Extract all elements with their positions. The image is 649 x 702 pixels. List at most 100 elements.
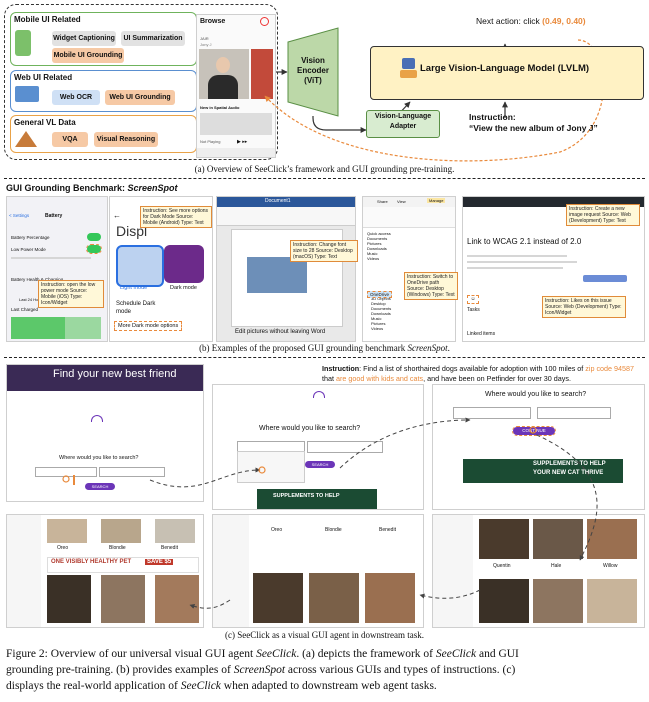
step6-dog-4[interactable] bbox=[479, 579, 529, 623]
explorer-item[interactable]: Quick access bbox=[367, 231, 391, 236]
android-back-icon: ← bbox=[113, 211, 121, 220]
click-marker-1 bbox=[62, 475, 70, 483]
step3-continue-button[interactable]: CONTINUE bbox=[512, 426, 556, 436]
explorer-manage[interactable]: Manage bbox=[427, 198, 446, 203]
step5-dog-3[interactable] bbox=[365, 573, 415, 623]
step1-homepage: Find your new best friend Where would yo… bbox=[6, 364, 204, 502]
step3-search-q: Where would you like to search? bbox=[485, 391, 587, 398]
step4-dog-2[interactable] bbox=[101, 575, 145, 623]
github-line2 bbox=[467, 261, 577, 263]
step2-search: Where would you like to search? SEARCH S… bbox=[212, 384, 424, 510]
instruction-c-2: that bbox=[322, 373, 336, 383]
explorer-item[interactable]: Pictures bbox=[367, 241, 382, 246]
explorer-item[interactable]: Desktop bbox=[371, 301, 386, 306]
step2-ad bbox=[257, 489, 377, 509]
github-line3 bbox=[467, 267, 563, 269]
instruction-c: Instruction: Find a list of shorthaired … bbox=[322, 364, 644, 383]
step2-logo bbox=[313, 391, 325, 398]
fc-l1c: . (a) depicts the framework of bbox=[296, 648, 436, 660]
web-ocr-tag: Web OCR bbox=[52, 90, 100, 105]
explorer-item[interactable]: Music bbox=[367, 251, 378, 256]
widget-captioning-tag: Widget Captioning bbox=[52, 31, 116, 46]
note-github-1: Instruction: Create a new image request … bbox=[566, 204, 640, 226]
step5-dog-2[interactable] bbox=[309, 573, 359, 623]
github-topbar bbox=[463, 197, 644, 207]
step6-dog-2[interactable] bbox=[533, 519, 583, 559]
step5-pet-name-3: Benedit bbox=[379, 527, 396, 533]
step4-pet-3[interactable] bbox=[155, 519, 195, 543]
album-art-2 bbox=[251, 49, 273, 99]
instruction-c-zip: zip code 94587 bbox=[585, 364, 635, 373]
explorer-item[interactable]: Pictures bbox=[371, 321, 386, 326]
step4-pet-2[interactable] bbox=[101, 519, 141, 543]
step4-pet-name-3: Benedit bbox=[161, 545, 178, 551]
step4-pet-name-1: Oreo bbox=[57, 545, 69, 551]
step5-pet-name-2: Blondie bbox=[325, 527, 342, 533]
step1-banner-text: Find your new best friend bbox=[53, 368, 177, 380]
fc-l3b: SeeClick bbox=[180, 680, 221, 692]
step6-pet-name-1: Quentin bbox=[493, 563, 511, 569]
step5-sidebar bbox=[213, 515, 249, 627]
step1-search-button[interactable]: SEARCH bbox=[85, 483, 115, 490]
step1-select[interactable] bbox=[99, 467, 165, 477]
step2-search-q: Where would you like to search? bbox=[259, 425, 361, 432]
next-action-value: (0.49, 0.40) bbox=[542, 16, 586, 26]
step2-dropdown[interactable] bbox=[237, 451, 305, 483]
step4-dog-3[interactable] bbox=[155, 575, 199, 623]
lvlm-label: Large Vision-Language Model (LVLM) bbox=[420, 63, 590, 74]
step6-dog-5[interactable] bbox=[533, 579, 583, 623]
phone-browse-title: Browse bbox=[200, 18, 226, 25]
mobile-ui-title: Mobile UI Related bbox=[14, 15, 81, 24]
caption-b-name: ScreenSpot bbox=[407, 343, 448, 353]
fc-l2c: across various GUIs and types of instruc… bbox=[285, 664, 516, 676]
instruction-text-a: “View the new album of Jony J” bbox=[469, 123, 598, 133]
android-light-label: Light mode bbox=[120, 285, 148, 291]
github-like-icon[interactable]: ☺ bbox=[467, 295, 479, 304]
explorer-item[interactable]: 3D Objects bbox=[371, 296, 391, 301]
explorer-ribbon bbox=[363, 207, 455, 228]
album-art bbox=[199, 49, 249, 99]
robot-body bbox=[400, 70, 417, 78]
step3-select[interactable] bbox=[537, 407, 611, 419]
mountain-icon bbox=[15, 131, 37, 147]
explorer-item[interactable]: Videos bbox=[367, 256, 380, 261]
step4-save: SAVE $5 bbox=[145, 559, 174, 565]
web-ui-title: Web UI Related bbox=[14, 73, 73, 82]
explorer-item[interactable]: Videos bbox=[371, 326, 384, 331]
step6-sidebar bbox=[433, 515, 473, 627]
note-github-2: Instruction: Likes on this issue Source:… bbox=[542, 296, 626, 318]
ios-last-charged: Last Charged bbox=[11, 307, 39, 312]
step6-dog-1[interactable] bbox=[479, 519, 529, 559]
step4-pet-1[interactable] bbox=[47, 519, 87, 543]
word-title: Document1 bbox=[265, 198, 291, 204]
step6-dog-6[interactable] bbox=[587, 579, 637, 623]
step2-search-button[interactable]: SEARCH bbox=[305, 461, 335, 468]
explorer-onedrive[interactable]: OneDrive bbox=[367, 291, 393, 298]
ios-row3: Battery Health & Charging bbox=[11, 277, 63, 282]
mobile-ui-grounding-tag: Mobile UI Grounding bbox=[52, 48, 124, 63]
android-more-options[interactable]: More Dark mode options bbox=[114, 321, 183, 331]
person-body bbox=[208, 75, 238, 99]
explorer-share[interactable]: Share bbox=[377, 199, 388, 204]
explorer-item[interactable]: Documents bbox=[367, 236, 388, 241]
step6-dog-3[interactable] bbox=[587, 519, 637, 559]
step2-select[interactable] bbox=[307, 441, 383, 453]
word-shot: Document1 Edit pictures without leaving … bbox=[216, 196, 356, 342]
phone-tiles bbox=[200, 113, 272, 135]
explorer-item[interactable]: Music bbox=[371, 316, 382, 321]
panel-b-title-name: ScreenSpot bbox=[127, 183, 178, 193]
step5-dog-1[interactable] bbox=[253, 573, 303, 623]
explorer-item[interactable]: Documents bbox=[371, 306, 392, 311]
github-title: Link to WCAG 2.1 instead of 2.0 bbox=[467, 237, 582, 246]
vision-encoder-line2: Encoder bbox=[296, 66, 329, 75]
github-new-request-button[interactable] bbox=[583, 275, 627, 282]
explorer-item[interactable]: Downloads bbox=[367, 246, 387, 251]
web-icon bbox=[15, 86, 39, 102]
flow-2-3 bbox=[339, 417, 471, 469]
step4-dog-1[interactable] bbox=[47, 575, 91, 623]
explorer-item[interactable]: Downloads bbox=[371, 311, 391, 316]
step3-input[interactable] bbox=[453, 407, 531, 419]
explorer-view[interactable]: View bbox=[397, 199, 406, 204]
next-action-label: Next action: click bbox=[476, 16, 543, 26]
